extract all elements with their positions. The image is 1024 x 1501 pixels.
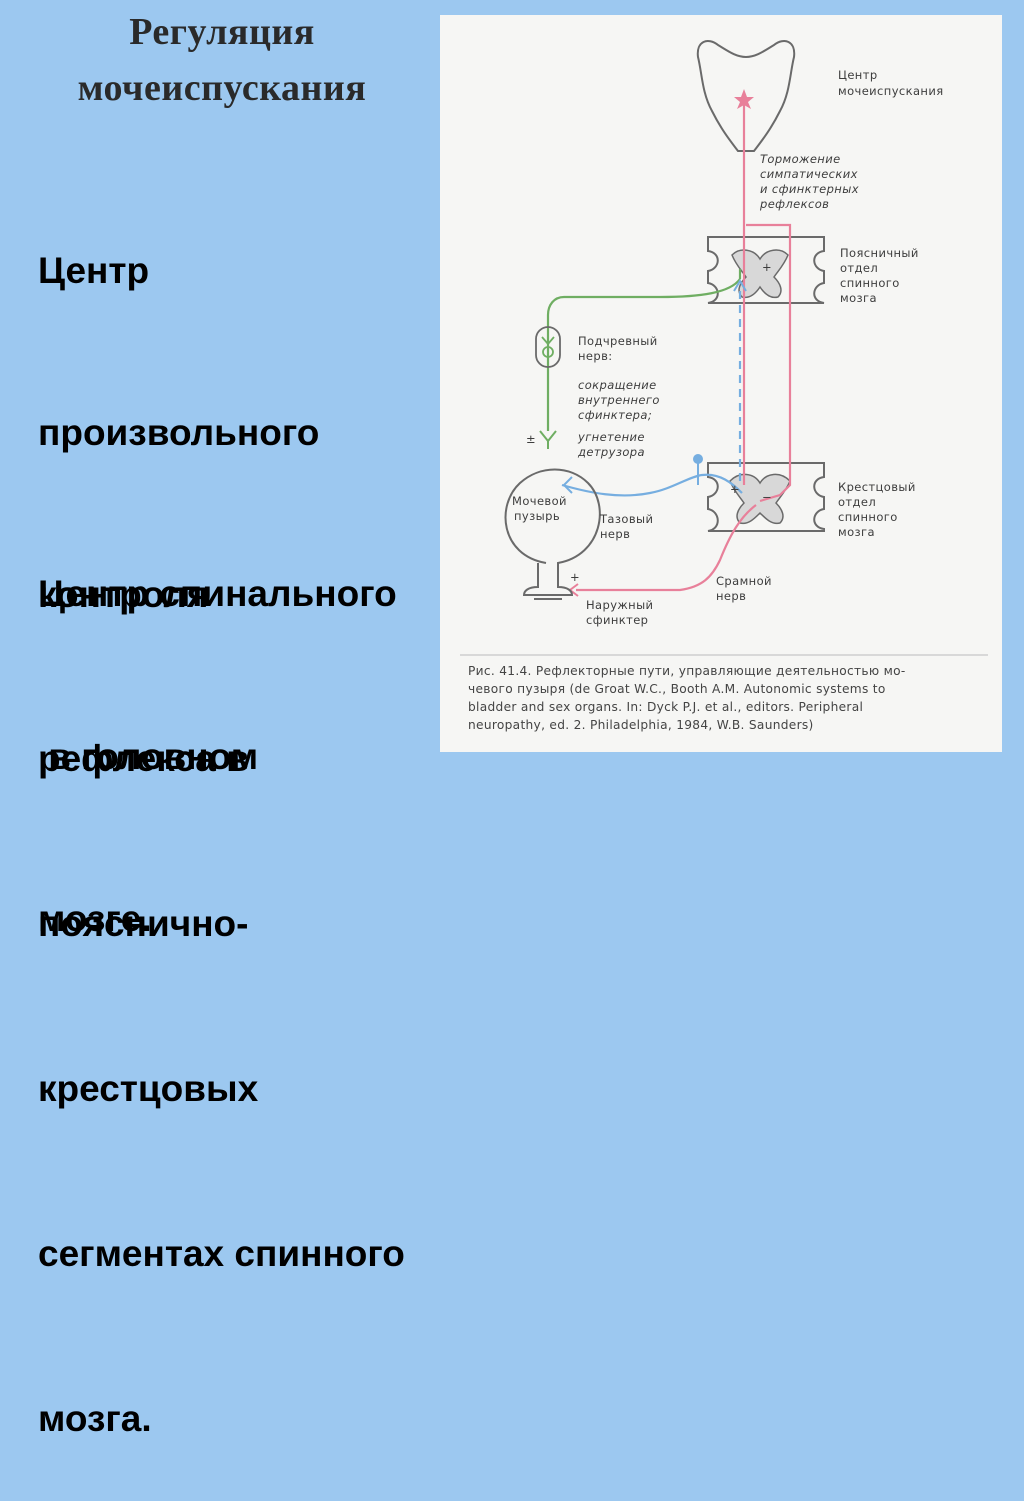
label-lumbar-2: отдел [840,261,878,275]
label-effect-5: детрузора [577,445,645,459]
text-line: контроля [38,574,209,615]
label-sphincter-2: сфинктер [586,613,648,627]
label-bladder-2: пузырь [514,509,560,523]
label-effect-1: сокращение [578,378,657,392]
label-lumbar-3: спинного [840,276,900,290]
label-effect-2: внутреннего [578,393,660,407]
label-pudendal-1: Срамной [716,574,772,588]
sign-pm-hypogastric: ± [526,432,536,446]
brainstem-outline [696,40,796,152]
reflex-diagram: + + − + ± Центр мочеиспускания Торможени… [460,40,988,732]
label-sacral-4: мозга [838,525,875,539]
label-pudendal-2: нерв [716,589,746,603]
title-line-1: Регуляция [129,11,315,53]
caption-line-1: Рис. 41.4. Рефлекторные пути, управляющи… [468,664,906,678]
label-sacral-2: отдел [838,495,876,509]
pudendal-nerve [576,504,757,592]
sign-plus-lumbar: + [762,260,772,274]
label-pelvic-1: Тазовый [599,512,653,526]
sacral-cord-section [707,462,825,532]
text-line: Центр [38,250,150,291]
text-line: сегментах спинного [38,1233,405,1274]
sign-plus-sacral: + [730,482,740,496]
text-line: пояснично- [38,903,249,944]
slide-title: Регуляция мочеиспускания [22,4,422,116]
sympathetic-ganglion [535,326,561,368]
label-effect-4: угнетение [577,430,645,444]
reflex-pathways-figure: + + − + ± Центр мочеиспускания Торможени… [440,15,1002,752]
label-lumbar-4: мозга [840,291,877,305]
text-line: Центр спинального [38,573,397,614]
sign-minus-sacral: − [762,490,772,504]
sign-plus-sphincter: + [570,570,580,584]
caption-line-4: neuropathy, ed. 2. Philadelphia, 1984, W… [468,718,814,732]
title-line-2: мочеиспускания [77,67,367,109]
label-inhibition-3: и сфинктерных [760,182,859,196]
label-center-2: мочеиспускания [838,84,944,98]
text-line: рефлекса в [38,738,249,779]
label-sacral-1: Крестцовый [838,480,916,494]
pelvic-nerve [561,473,743,497]
label-sacral-3: спинного [838,510,898,524]
text-line: крестцовых [38,1068,259,1109]
bladder-shape [504,468,601,600]
label-bladder-1: Мочевой [512,494,567,508]
text-line: произвольного [38,412,320,453]
label-sphincter-1: Наружный [586,598,653,612]
label-inhibition-1: Торможение [760,152,841,166]
pink-star-marker [734,89,754,109]
label-inhibition-4: рефлексов [759,197,829,211]
hypogastric-nerve [546,278,741,431]
text-line: мозга. [38,1398,152,1439]
caption-line-2: чевого пузыря (de Groat W.C., Booth A.M.… [468,682,886,696]
label-effect-3: сфинктера; [578,408,652,422]
label-hypogastric-1: Подчревный [578,334,658,348]
spinal-reflex-text: Центр спинального рефлекса в пояснично- … [38,456,405,1501]
caption-line-3: bladder and sex organs. In: Dyck P.J. et… [468,700,863,714]
label-pelvic-2: нерв [600,527,630,541]
label-hypogastric-2: нерв: [578,349,613,363]
label-center-1: Центр [838,68,878,82]
pink-pathway-ascending [746,223,792,503]
label-lumbar-1: Поясничный [840,246,919,260]
label-inhibition-2: симпатических [760,167,858,181]
